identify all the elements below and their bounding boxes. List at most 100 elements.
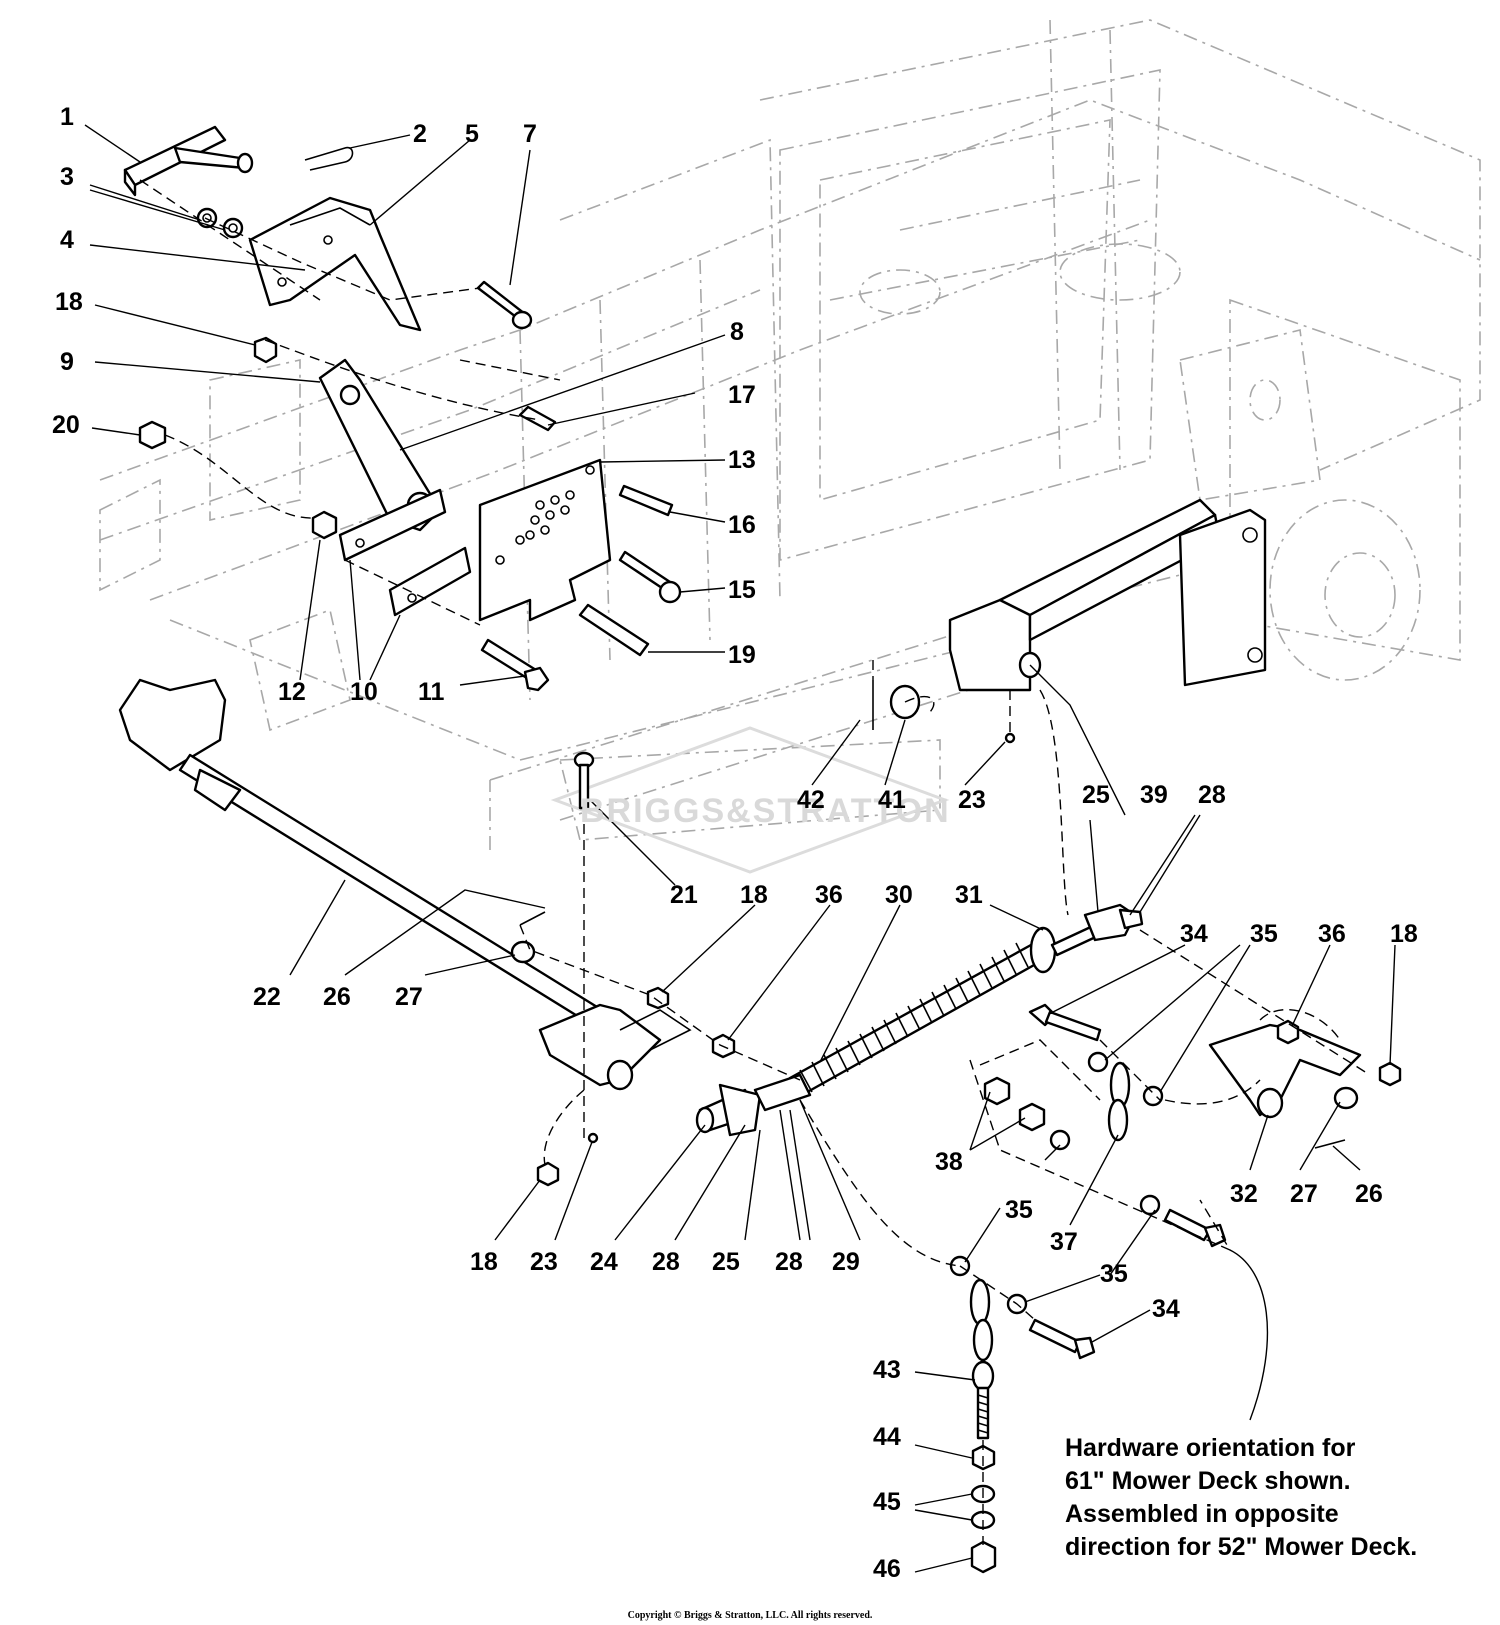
callout-12: 12	[278, 678, 306, 706]
part-11-bolt	[480, 638, 550, 692]
callout-16: 16	[728, 511, 756, 539]
callout-35-mid: 35	[1005, 1196, 1033, 1224]
note-line-3: Assembled in opposite	[1065, 1500, 1339, 1528]
callout-11: 11	[418, 678, 445, 706]
callout-38: 38	[935, 1148, 963, 1176]
callout-36-center: 36	[815, 881, 843, 909]
callout-3: 3	[60, 163, 74, 191]
callout-34-lower: 34	[1152, 1295, 1180, 1323]
watermark-logo-outline	[550, 726, 950, 874]
part-23-grease-fitting-bottom	[587, 1132, 599, 1144]
callout-5: 5	[465, 120, 479, 148]
callout-36-right: 36	[1318, 920, 1346, 948]
part-35-washer-d	[1139, 1194, 1161, 1216]
callout-32: 32	[1230, 1180, 1258, 1208]
part-22-lift-shaft	[118, 678, 692, 1091]
brand-watermark: BRIGGS&STRATTON	[580, 792, 951, 830]
callout-31: 31	[955, 881, 983, 909]
part-2-hairpin	[304, 146, 354, 171]
part-27-washer-left	[510, 940, 536, 964]
callout-24: 24	[590, 1248, 618, 1276]
callout-27-left: 27	[395, 983, 423, 1011]
part-34-bolt-upper	[1028, 1003, 1102, 1042]
callout-42: 42	[797, 786, 825, 814]
part-26-cotter-pin-left	[519, 911, 546, 926]
part-35-washer-b	[1142, 1085, 1164, 1107]
note-line-4: direction for 52" Mower Deck.	[1065, 1533, 1418, 1561]
callout-37: 37	[1050, 1228, 1078, 1256]
part-12-nut	[311, 510, 338, 540]
callout-25-bottom: 25	[712, 1248, 740, 1276]
part-34-bolt-lower-right	[1163, 1208, 1227, 1248]
part-16-bolt	[618, 484, 674, 517]
part-18-nut-bottom	[536, 1161, 560, 1187]
callout-7: 7	[523, 120, 537, 148]
part-26-cotter-pin-right	[1314, 1139, 1346, 1149]
callout-18-center: 18	[740, 881, 768, 909]
callout-13: 13	[728, 446, 756, 474]
callout-19: 19	[728, 641, 756, 669]
callout-39: 39	[1140, 781, 1168, 809]
callout-20: 20	[52, 411, 80, 439]
part-19-bolt	[578, 603, 650, 657]
callout-34-upper: 34	[1180, 920, 1208, 948]
part-27-washer-right	[1333, 1086, 1359, 1110]
copyright-notice: Copyright © Briggs & Stratton, LLC. All …	[627, 1610, 873, 1621]
part-34-bolt-lower	[1028, 1318, 1096, 1360]
callout-41: 41	[878, 786, 906, 814]
callout-26-right: 26	[1355, 1180, 1383, 1208]
note-line-1: Hardware orientation for	[1065, 1434, 1356, 1462]
callout-27-right: 27	[1290, 1180, 1318, 1208]
callout-leader-lines	[84, 124, 1396, 1573]
callout-26-left: 26	[323, 983, 351, 1011]
callout-28-top: 28	[1198, 781, 1226, 809]
callout-4: 4	[60, 226, 74, 254]
callout-43: 43	[873, 1356, 901, 1384]
part-17-spacer	[518, 405, 557, 432]
part-24-end-fitting	[695, 1073, 812, 1137]
part-23-grease-fitting-top	[1004, 732, 1016, 744]
part-37-chain-link	[1107, 1061, 1131, 1142]
part-15-pin	[618, 550, 682, 604]
part-21-carriage-bolt	[573, 751, 595, 810]
part-18-nut-top	[253, 336, 278, 364]
part-43-chain-eyebolt	[969, 1278, 995, 1440]
callout-23-top: 23	[958, 786, 986, 814]
part-5-bracket	[248, 196, 422, 332]
part-10-plates	[338, 488, 472, 617]
part-18-nut-right	[1378, 1061, 1402, 1087]
note-line-2: 61" Mower Deck shown.	[1065, 1467, 1351, 1495]
callout-46: 46	[873, 1555, 901, 1583]
callout-28-bottom-b: 28	[775, 1248, 803, 1276]
callout-29: 29	[832, 1248, 860, 1276]
callout-18-bottom: 18	[470, 1248, 498, 1276]
callout-1: 1	[60, 103, 74, 131]
callout-35-lower-a: 35	[1100, 1260, 1128, 1288]
callout-18-top: 18	[55, 288, 83, 316]
part-46-locknut	[970, 1540, 997, 1574]
part-35-washer-c	[1049, 1129, 1071, 1151]
part-7-bolt	[476, 280, 533, 330]
part-20-flange-nut	[138, 420, 167, 450]
part-35-washer-a	[1087, 1051, 1109, 1073]
callout-23-bottom: 23	[530, 1248, 558, 1276]
part-36-nut-right	[1276, 1019, 1300, 1045]
part-39-mount-bracket	[948, 498, 1267, 692]
callout-45: 45	[873, 1488, 901, 1516]
callout-44: 44	[873, 1423, 901, 1451]
callout-21: 21	[670, 881, 698, 909]
assembly-dashed-lines	[139, 179, 1371, 1545]
callout-28-bottom-a: 28	[652, 1248, 680, 1276]
part-1-pin-bracket	[123, 125, 254, 197]
part-38-nuts	[983, 1076, 1046, 1132]
callout-9: 9	[60, 348, 74, 376]
callout-30: 30	[885, 881, 913, 909]
callout-2: 2	[413, 120, 427, 148]
callout-15: 15	[728, 576, 756, 604]
hardware-orientation-note: Hardware orientation for 61" Mower Deck …	[1065, 1432, 1495, 1564]
callout-35-upper: 35	[1250, 920, 1278, 948]
callout-25-top: 25	[1082, 781, 1110, 809]
callout-8: 8	[730, 318, 744, 346]
part-18-nut-center	[646, 986, 670, 1010]
